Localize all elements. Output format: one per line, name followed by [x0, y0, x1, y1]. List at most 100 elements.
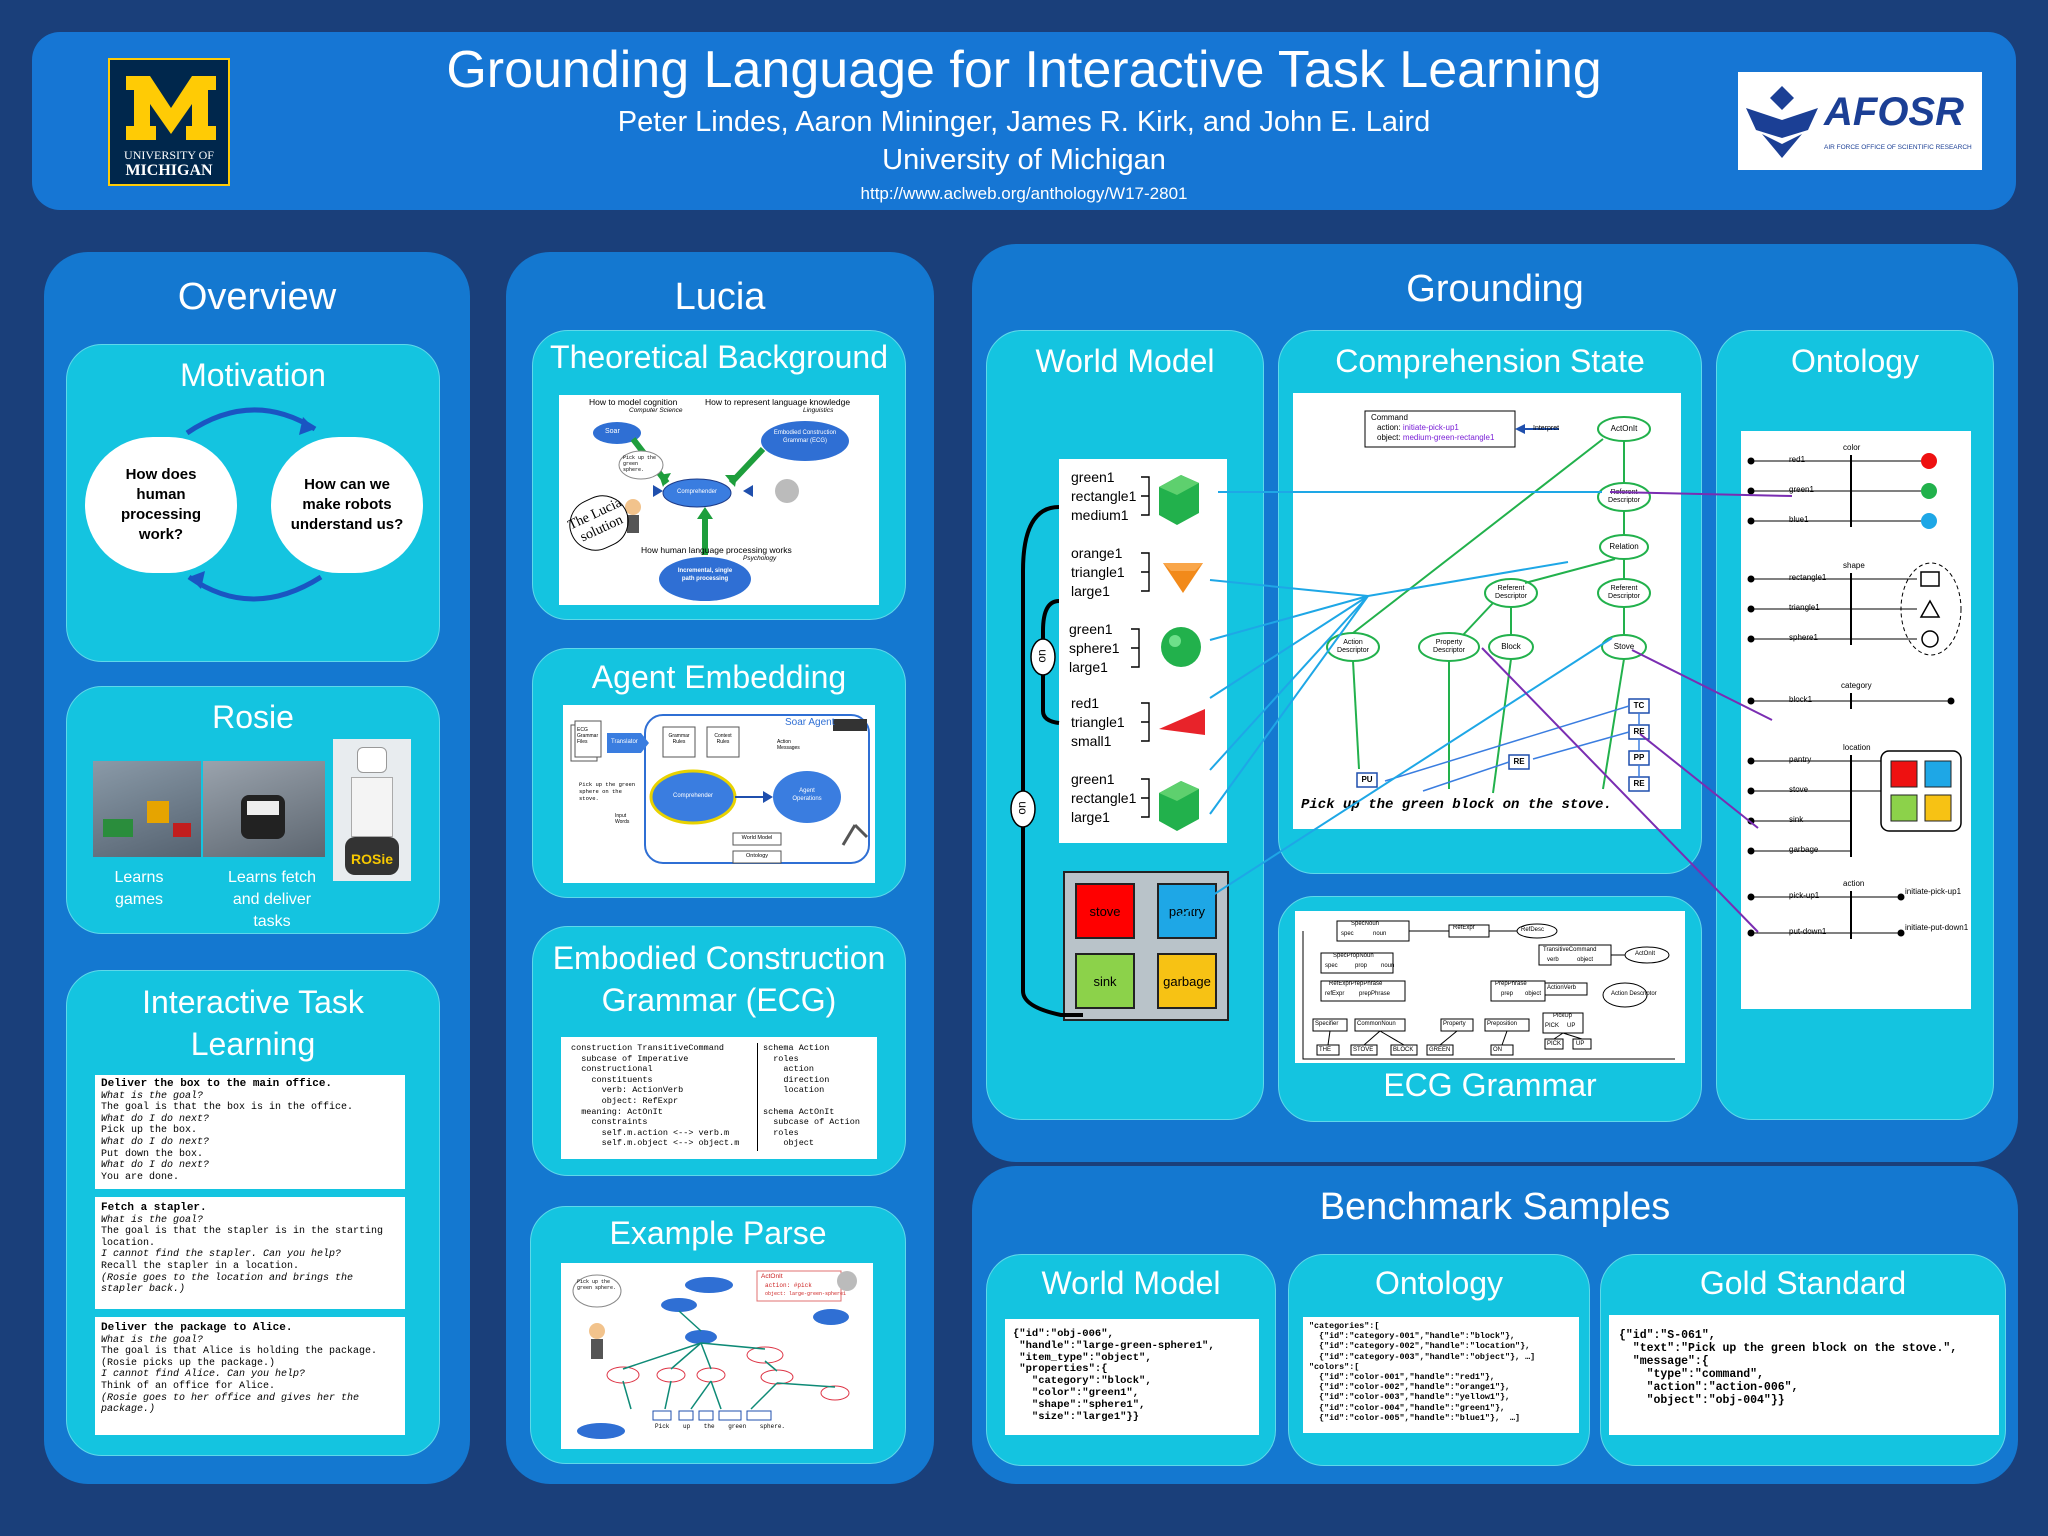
dialog-line: Fetch a stapler.	[101, 1202, 207, 1214]
block-m-icon	[126, 76, 216, 140]
triangle-shape-icon	[1919, 599, 1941, 618]
ecg-grammar-label: RefExprPrepPhrase	[1329, 981, 1383, 987]
ecg-grammar-label: prop	[1355, 963, 1368, 969]
world-object-attr: large1	[1071, 809, 1110, 825]
rosie-title: Rosie	[212, 699, 294, 735]
ontology-item-label: stove	[1789, 785, 1809, 794]
ecg-grammar-label: Action Descriptor	[1611, 991, 1657, 997]
ecg-grammar-label: Specifier	[1315, 1021, 1339, 1027]
comprehension-title: Comprehension State	[1335, 343, 1645, 379]
ontology-node	[1897, 893, 1905, 901]
ontology-node	[1947, 697, 1955, 705]
ontology-item-label: blue1	[1789, 515, 1809, 524]
ecg-grammar-label: Property	[1443, 1021, 1466, 1027]
ontology-action-target: initiate-pick-up1	[1905, 887, 1962, 896]
dialog-line: What is the goal?	[101, 1090, 204, 1102]
itl-title: Interactive Task Learning	[142, 984, 364, 1062]
ecg-grammar-label: refExpr	[1325, 991, 1345, 997]
garbage-swatch-icon	[1924, 794, 1952, 822]
ontology-item-label: triangle1	[1789, 603, 1820, 612]
ecg-grammar-label: UP	[1567, 1023, 1576, 1029]
ecg-grammar-label: verb	[1547, 957, 1559, 963]
ecg-grammar-label: PickUp	[1553, 1013, 1573, 1019]
ontology-group-label: color	[1843, 443, 1861, 452]
bm-ontology-title: Ontology	[1374, 1265, 1504, 1301]
bm-ontology-json: "categories":[ {"id":"category-001","han…	[1303, 1317, 1579, 1433]
ontology-node	[1897, 929, 1905, 937]
world-object-attr: medium1	[1071, 507, 1129, 523]
ecg-grammar-label: object	[1525, 991, 1542, 997]
bm-gold-title: Gold Standard	[1699, 1265, 1907, 1301]
ecg-grammar-label: UP	[1576, 1041, 1585, 1047]
ecg-grammar-label: THE	[1319, 1047, 1331, 1053]
dialog-line: (Rosie goes to the location and brings t…	[101, 1272, 354, 1296]
sink-swatch-icon	[1890, 794, 1918, 822]
dialog-line: You are done.	[101, 1171, 180, 1183]
bm-world-model-panel: World Model {"id":"obj-006", "handle":"l…	[986, 1254, 1276, 1466]
dialog-line: The goal is that the stapler is in the s…	[101, 1226, 384, 1249]
ecg-panel: Embodied Construction Grammar (ECG) cons…	[532, 926, 906, 1176]
grounding-section: Grounding World Model	[972, 244, 2018, 1162]
bm-world-model-json: {"id":"obj-006", "handle":"large-green-s…	[1005, 1319, 1259, 1435]
ecg-grammar-label: spec	[1341, 931, 1354, 937]
world-object-attr: rectangle1	[1071, 488, 1137, 504]
world-model-title: World Model	[1035, 343, 1215, 379]
ecg-grammar-label: RefExpr	[1453, 925, 1475, 931]
itl-dialog-3: Deliver the package to Alice.What is the…	[95, 1317, 405, 1435]
ecg-grammar-label: ActionVerb	[1547, 985, 1577, 991]
poster-header: UNIVERSITY OF MICHIGAN Grounding Languag…	[32, 32, 2016, 210]
world-object-attr: green1	[1071, 771, 1115, 787]
ontology-item-label: sink	[1789, 815, 1804, 824]
authors: Peter Lindes, Aaron Mininger, James R. K…	[617, 106, 1431, 138]
bm-gold-panel: Gold Standard {"id":"S-061", "text":"Pic…	[1600, 1254, 2006, 1466]
dialog-line: Put down the box.	[101, 1148, 204, 1160]
world-object-attr: sphere1	[1069, 640, 1120, 656]
dialog-line: Deliver the package to Alice.	[101, 1322, 293, 1334]
grounding-title: Grounding	[1406, 268, 1584, 310]
dialog-line: I cannot find Alice. Can you help?	[101, 1369, 306, 1381]
world-object-attr: green1	[1071, 469, 1115, 485]
ontology-item-label: pick-up1	[1789, 891, 1820, 900]
bm-gold-json: {"id":"S-061", "text":"Pick up the green…	[1609, 1315, 1999, 1435]
comprehension-diagram: Command action: initiate-pick-up1 object…	[1293, 393, 1681, 829]
ecg-grammar-label: PrepPhrase	[1495, 981, 1527, 987]
comprehension-sentence: Pick up the green block on the stove.	[1301, 797, 1612, 813]
agent-embedding-svg	[570, 714, 870, 864]
ontology-item-label: garbage	[1789, 845, 1819, 854]
itl-panel: Interactive Task Learning Deliver the bo…	[66, 970, 440, 1456]
benchmark-title: Benchmark Samples	[1319, 1186, 1671, 1228]
ecg-grammar-label: BLOCK	[1393, 1047, 1414, 1053]
world-object-attr: orange1	[1071, 545, 1123, 561]
world-object-attr: triangle1	[1071, 714, 1125, 730]
agent-embedding-title: Agent Embedding	[591, 659, 847, 695]
ecg-grammar-label: STOVE	[1353, 1047, 1374, 1053]
ecg-code-left: construction TransitiveCommand subcase o…	[571, 1043, 740, 1149]
location-stove: stove	[1075, 883, 1135, 939]
dialog-line: Recall the stapler in a location.	[101, 1260, 300, 1272]
ecg-code: construction TransitiveCommand subcase o…	[561, 1037, 877, 1159]
ontology-item-label: rectangle1	[1789, 573, 1827, 582]
dialog-line: I cannot find the stapler. Can you help?	[101, 1249, 342, 1261]
ecg-grammar-label: GREEN	[1429, 1047, 1451, 1053]
afosr-emblem-icon	[1746, 86, 1818, 158]
ontology-action-target: initiate-put-down1	[1905, 923, 1969, 932]
ontology-group-label: category	[1841, 681, 1872, 690]
afosr-logo: AFOSR AIR FORCE OFFICE OF SCIENTIFIC RES…	[1738, 72, 1982, 170]
ecg-code-right: schema Action roles action direction loc…	[763, 1043, 860, 1149]
bm-ontology-panel: Ontology "categories":[ {"id":"category-…	[1288, 1254, 1590, 1466]
ecg-grammar-label: ON	[1493, 1047, 1502, 1053]
rosie-fetch-photo	[203, 761, 325, 857]
bm-world-model-title: World Model	[1041, 1265, 1221, 1301]
umich-logo: UNIVERSITY OF MICHIGAN	[108, 58, 230, 186]
ecg-grammar-label: TransitiveCommand	[1543, 947, 1597, 953]
ontology-group-label: location	[1843, 743, 1871, 752]
paper-url[interactable]: http://www.aclweb.org/anthology/W17-2801	[860, 184, 1188, 203]
world-object-attr: large1	[1069, 659, 1108, 675]
ecg-grammar-label: noun	[1381, 963, 1395, 969]
theory-diagram: How to model cognition Computer Science …	[559, 395, 879, 605]
ecg-grammar-title: ECG Grammar	[1383, 1067, 1597, 1103]
